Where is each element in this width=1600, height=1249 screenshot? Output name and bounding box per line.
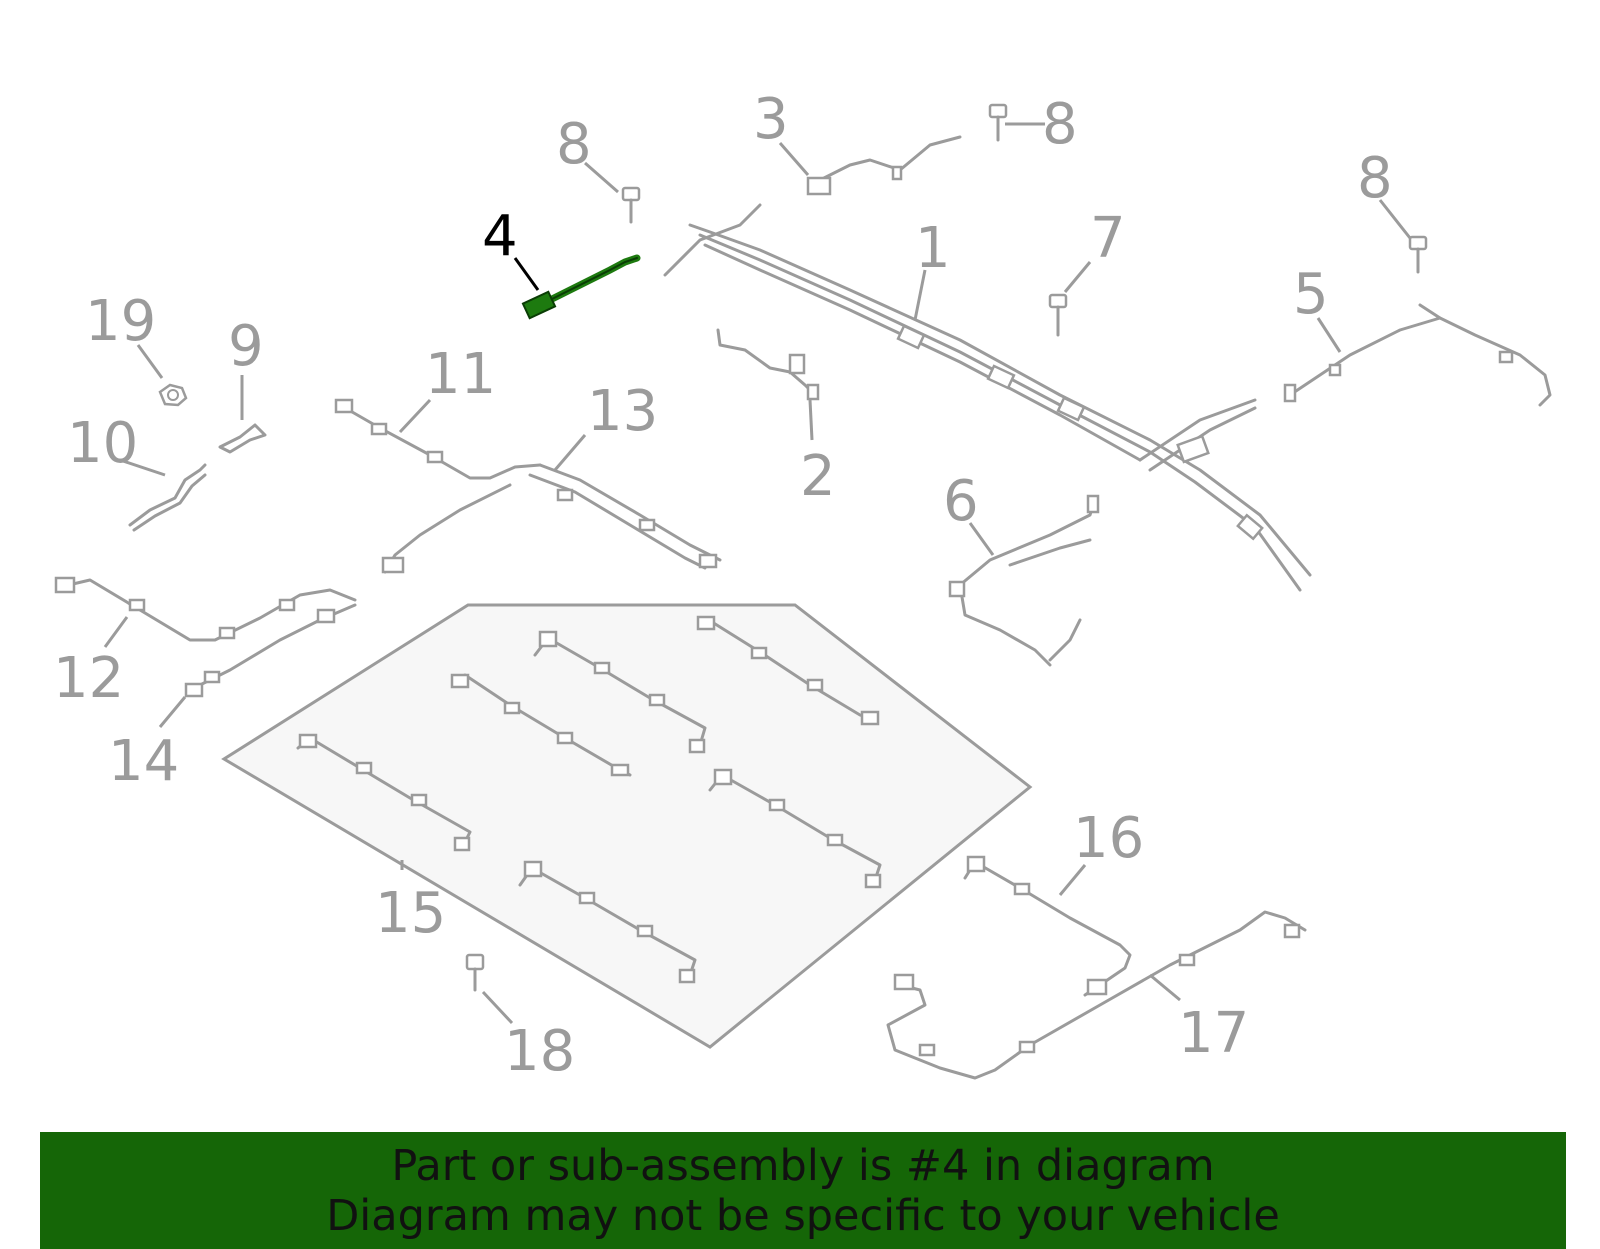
callout-9: 9 [228, 314, 264, 379]
info-banner: Part or sub-assembly is #4 in diagram Di… [40, 1132, 1566, 1249]
callout-10: 10 [67, 411, 138, 476]
callout-8a: 8 [556, 112, 592, 177]
part-16-harness[interactable] [963, 855, 1132, 997]
callout-8b: 8 [1042, 92, 1078, 157]
callout-6: 6 [943, 469, 979, 534]
callout-18: 18 [504, 1019, 575, 1084]
part-9-bracket[interactable] [218, 423, 267, 454]
part-8-bolt-a[interactable] [621, 186, 641, 224]
part-15-group-panel [221, 603, 1033, 1049]
callout-5: 5 [1293, 262, 1329, 327]
banner-line-2: Diagram may not be specific to your vehi… [326, 1190, 1280, 1241]
callout-19: 19 [85, 289, 156, 354]
callout-16: 16 [1073, 806, 1144, 871]
callout-2: 2 [800, 444, 836, 509]
part-12-harness[interactable] [54, 576, 357, 642]
part-1-main-harness[interactable] [663, 203, 1312, 592]
callout-7: 7 [1090, 206, 1126, 271]
part-5-harness[interactable] [1283, 303, 1552, 407]
callout-8c: 8 [1357, 146, 1393, 211]
part-8-bolt-c[interactable] [1408, 235, 1428, 274]
part-15-harness-set[interactable] [296, 615, 882, 984]
part-8-bolt-b[interactable] [988, 103, 1008, 142]
callout-4: 4 [482, 204, 518, 269]
part-10-bracket[interactable] [128, 463, 207, 532]
callout-13: 13 [587, 379, 658, 444]
part-4-highlighted-harness[interactable] [521, 254, 641, 320]
part-18-bolt[interactable] [465, 953, 485, 992]
callout-17: 17 [1178, 1001, 1249, 1066]
part-2-harness-bracket[interactable] [716, 328, 820, 401]
part-6-harness[interactable] [948, 494, 1100, 667]
leader-lines [103, 122, 1412, 1025]
banner-line-1: Part or sub-assembly is #4 in diagram [391, 1140, 1215, 1191]
part-7-bolt[interactable] [1048, 293, 1068, 337]
callout-14: 14 [108, 729, 179, 794]
part-19-nut[interactable] [158, 383, 188, 407]
callout-11: 11 [425, 342, 496, 407]
part-3-harness[interactable] [806, 135, 962, 196]
part-13-harness[interactable] [381, 463, 722, 574]
part-17-harness[interactable] [886, 910, 1307, 1080]
callout-15: 15 [375, 881, 446, 946]
callout-1: 1 [915, 216, 951, 281]
callout-12: 12 [53, 646, 124, 711]
part-14-harness[interactable] [184, 603, 357, 698]
part-11-harness[interactable] [334, 398, 542, 480]
callout-3: 3 [753, 87, 789, 152]
